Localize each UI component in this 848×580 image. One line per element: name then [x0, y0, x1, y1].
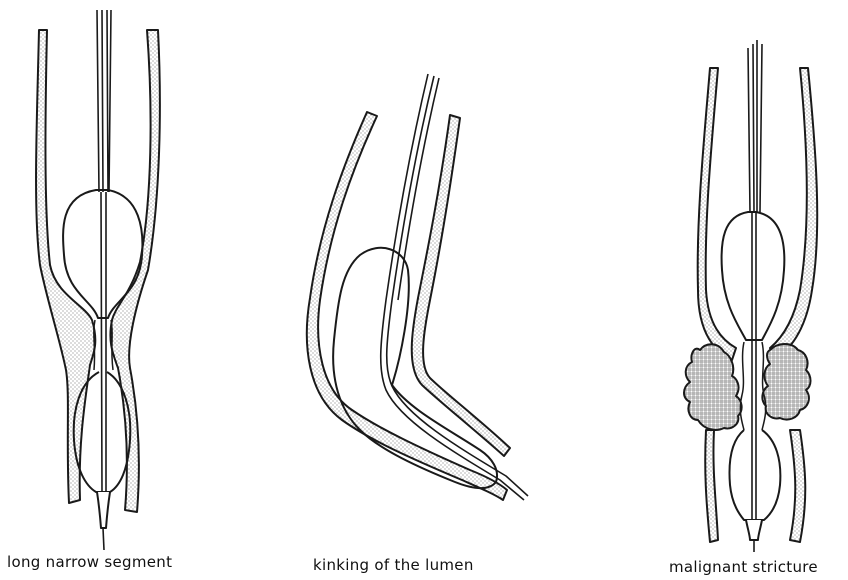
panel-long-narrow-segment [36, 10, 160, 550]
panel-kinking-of-the-lumen [307, 74, 528, 500]
catheter [97, 10, 111, 192]
stricture-catheter [748, 40, 762, 212]
caption-kinking-of-the-lumen: kinking of the lumen [313, 556, 474, 574]
panel-malignant-stricture [684, 40, 817, 552]
stricture-right-wall [770, 68, 817, 360]
stricture-upper-balloon [722, 212, 785, 340]
caption-malignant-stricture: malignant stricture [669, 558, 818, 576]
stricture-left-wall [698, 68, 736, 360]
right-wall [110, 30, 159, 512]
stricture-lower-balloon [730, 430, 781, 520]
caption-long-narrow-segment: long narrow segment [7, 553, 172, 571]
inner-wall [412, 115, 510, 456]
tumor-right [762, 344, 810, 420]
